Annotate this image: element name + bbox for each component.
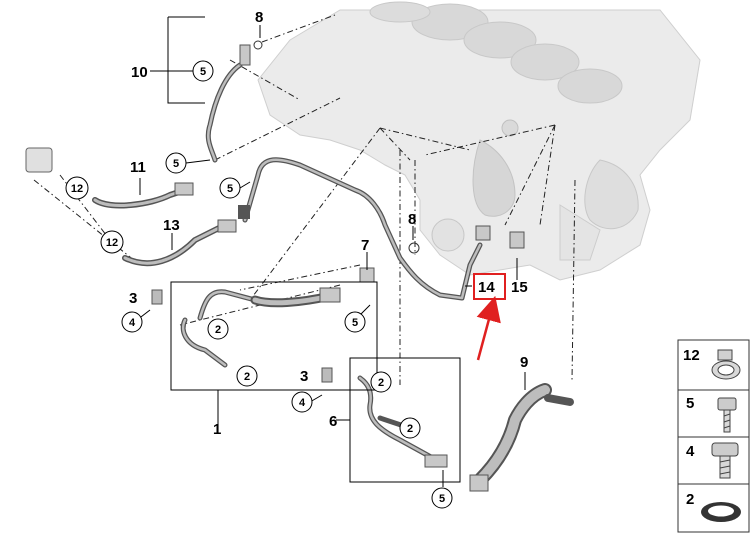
label-10: 10 — [131, 64, 148, 81]
circle-2: 2 — [244, 371, 250, 383]
circle-5: 5 — [227, 183, 233, 195]
circle-12: 12 — [106, 237, 118, 249]
legend-number-2: 2 — [686, 491, 694, 508]
legend-number-4: 4 — [686, 443, 695, 460]
highlight-arrow — [476, 295, 501, 361]
legend-number-5: 5 — [686, 395, 694, 412]
part-number-labels: 8 10 11 13 8 7 14 15 3 1 3 6 9 — [129, 9, 528, 438]
legend-number-12: 12 — [683, 347, 700, 364]
circle-4: 4 — [299, 397, 306, 409]
circle-4: 4 — [129, 317, 136, 329]
label-8-mid: 8 — [408, 211, 416, 228]
leader-lines — [136, 25, 526, 487]
label-13: 13 — [163, 217, 180, 234]
screw-icon — [717, 397, 737, 433]
circle-5: 5 — [352, 317, 358, 329]
engine-block — [257, 1, 701, 281]
o-ring-icon — [701, 502, 741, 522]
label-3-lower: 3 — [300, 368, 308, 385]
label-3-left: 3 — [129, 290, 137, 307]
parts-legend: 12 5 4 2 — [677, 339, 750, 533]
screw-icon — [711, 442, 739, 479]
label-15: 15 — [511, 279, 528, 296]
assembly-frames — [150, 16, 461, 483]
label-14: 14 — [478, 279, 495, 296]
circle-5: 5 — [439, 493, 445, 505]
label-1: 1 — [213, 421, 221, 438]
circled-callouts: 5 5 5 5 5 12 12 2 2 2 2 4 4 — [65, 60, 453, 509]
circle-2: 2 — [378, 377, 384, 389]
circle-12: 12 — [71, 183, 83, 195]
label-9: 9 — [520, 354, 528, 371]
circle-2: 2 — [407, 423, 413, 435]
label-8-top: 8 — [255, 9, 263, 26]
hose-clamp-icon — [711, 349, 741, 380]
label-6: 6 — [329, 413, 337, 430]
pipes — [25, 40, 574, 492]
circle-5: 5 — [173, 158, 179, 170]
label-11: 11 — [130, 159, 146, 176]
circle-5: 5 — [200, 66, 206, 78]
label-7: 7 — [361, 237, 369, 254]
highlight-box — [473, 273, 506, 300]
circle-2: 2 — [215, 324, 221, 336]
